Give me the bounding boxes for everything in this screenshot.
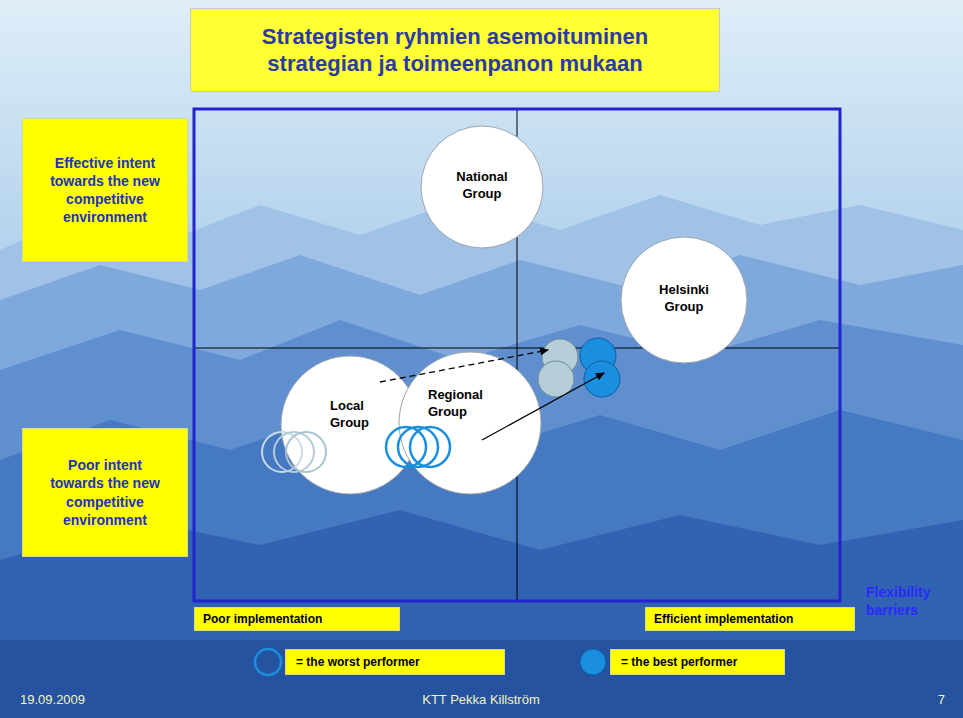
group-label: Helsinki Group — [644, 282, 724, 316]
circle-outline — [398, 351, 542, 495]
best-performer-swatch — [578, 647, 608, 677]
group-circle: Regional Group — [398, 351, 542, 495]
footer-date: 19.09.2009 — [20, 692, 140, 708]
axis-text: Poor implementation — [203, 612, 322, 626]
implementation-box: Poor implementation — [194, 607, 400, 631]
page-number: 7 — [905, 692, 945, 708]
axis-text: Effective intent towards the new competi… — [44, 154, 166, 227]
group-label: Regional Group — [428, 387, 498, 421]
axis-text: Poor intent towards the new competitive … — [44, 456, 166, 529]
group-label: Local Group — [330, 398, 386, 432]
legend-text: = the worst performer — [285, 649, 505, 675]
group-circle: National Group — [420, 125, 544, 249]
group-circle: Helsinki Group — [620, 236, 748, 364]
axis-label-box: Poor intent towards the new competitive … — [22, 428, 188, 557]
legend-text: = the best performer — [610, 649, 785, 675]
worst-performer-swatch — [253, 647, 283, 677]
axis-label-box: Effective intent towards the new competi… — [22, 118, 188, 262]
group-label: National Group — [442, 169, 522, 203]
footer-author: KTT Pekka Killström — [331, 692, 631, 708]
title-box: Strategisten ryhmien asemoituminen strat… — [190, 8, 720, 92]
implementation-box: Efficient implementation — [645, 607, 855, 631]
axis-note: Flexibility barriers — [866, 584, 960, 619]
title-text: Strategisten ryhmien asemoituminen strat… — [220, 23, 690, 78]
axis-text: Efficient implementation — [654, 612, 793, 626]
